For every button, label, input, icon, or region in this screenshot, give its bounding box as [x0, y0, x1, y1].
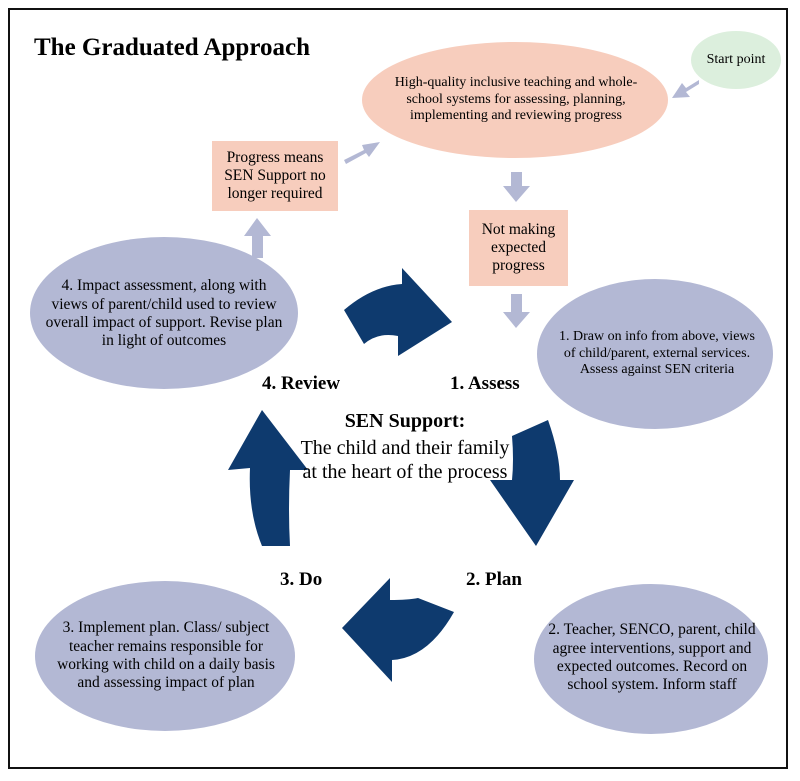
assess-detail-label: 1. Draw on info from above, views of chi…	[559, 329, 755, 378]
do-ellipse	[35, 581, 295, 731]
cycle-arrow-review-to-assess	[344, 268, 452, 356]
start-point-label: Start point	[706, 51, 766, 67]
diagram-frame	[8, 8, 788, 769]
stage-plan-label: 2. Plan	[466, 569, 522, 590]
not-progress-box	[469, 210, 568, 286]
start-point-ellipse	[691, 31, 781, 89]
stage-review-label: 4. Review	[262, 373, 341, 394]
quality-teaching-ellipse	[362, 42, 668, 158]
not-progress-label: Not making expected progress	[481, 220, 556, 275]
plan-ellipse	[534, 584, 768, 734]
arrow-progress-to-teaching	[344, 142, 380, 164]
cycle-arrow-assess-to-plan	[490, 420, 574, 546]
page-title: The Graduated Approach	[34, 34, 310, 61]
center-title: SEN Support:	[344, 410, 466, 432]
do-detail-label: 3. Implement plan. Class/ subject teache…	[57, 619, 275, 692]
cycle-arrow-do-to-review	[228, 410, 308, 546]
quality-teaching-label: High-quality inclusive teaching and whol…	[394, 75, 638, 124]
review-detail-label: 4. Impact assessment, along with views o…	[45, 277, 283, 350]
center-body: The child and their family at the heart …	[300, 437, 510, 483]
arrow-review-to-progress	[244, 218, 271, 258]
review-ellipse	[30, 237, 298, 389]
assess-ellipse	[537, 279, 773, 429]
stage-assess-label: 1. Assess	[450, 373, 520, 394]
progress-means-label: Progress means SEN Support no longer req…	[224, 148, 326, 203]
arrow-start-to-teaching	[672, 80, 699, 98]
cycle-arrow-plan-to-do	[342, 578, 454, 682]
stage-do-label: 3. Do	[280, 569, 323, 590]
arrow-teaching-to-notprogress	[503, 172, 530, 202]
progress-means-box	[212, 141, 338, 211]
arrow-notprogress-to-assess	[503, 294, 530, 328]
plan-detail-label: 2. Teacher, SENCO, parent, child agree i…	[548, 621, 756, 694]
